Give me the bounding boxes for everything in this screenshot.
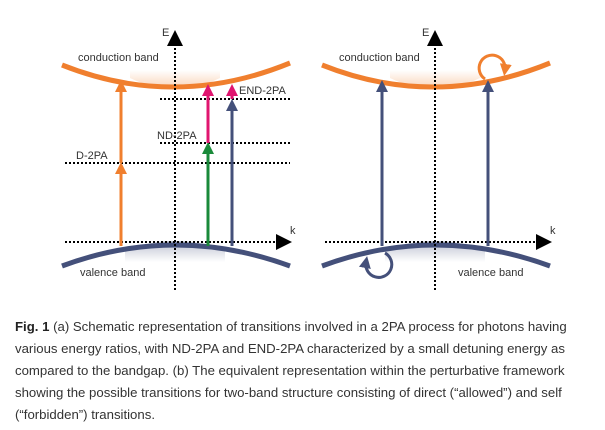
k-axis-label: k [550, 225, 556, 237]
nd2pa-label: ND-2PA [157, 130, 197, 142]
e-axis-label: E [162, 27, 169, 39]
d2pa-label: D-2PA [76, 150, 108, 162]
conduction-band-curve [321, 60, 551, 90]
conduction-band-curve [61, 60, 291, 90]
caption-label: Fig. 1 [15, 319, 50, 334]
valence-band-label: valence band [80, 267, 145, 279]
end2pa-label: END-2PA [239, 85, 287, 97]
panel-b: E k conduction band valence band [321, 27, 556, 290]
self-transition-valence-icon [359, 251, 394, 279]
panel-a: E k conduction band valence band D-2PA N… [61, 27, 296, 290]
conduction-band-label: conduction band [339, 52, 420, 64]
caption-text: (a) Schematic representation of transiti… [15, 319, 567, 422]
e-axis-label: E [422, 27, 429, 39]
figure-caption: Fig. 1 (a) Schematic representation of t… [15, 316, 600, 426]
figure-diagram: E k conduction band valence band D-2PA N… [61, 27, 556, 290]
valence-band-label: valence band [458, 267, 523, 279]
conduction-band-label: conduction band [78, 52, 159, 64]
self-transition-conduction-icon [477, 53, 512, 81]
k-axis-label: k [290, 225, 296, 237]
